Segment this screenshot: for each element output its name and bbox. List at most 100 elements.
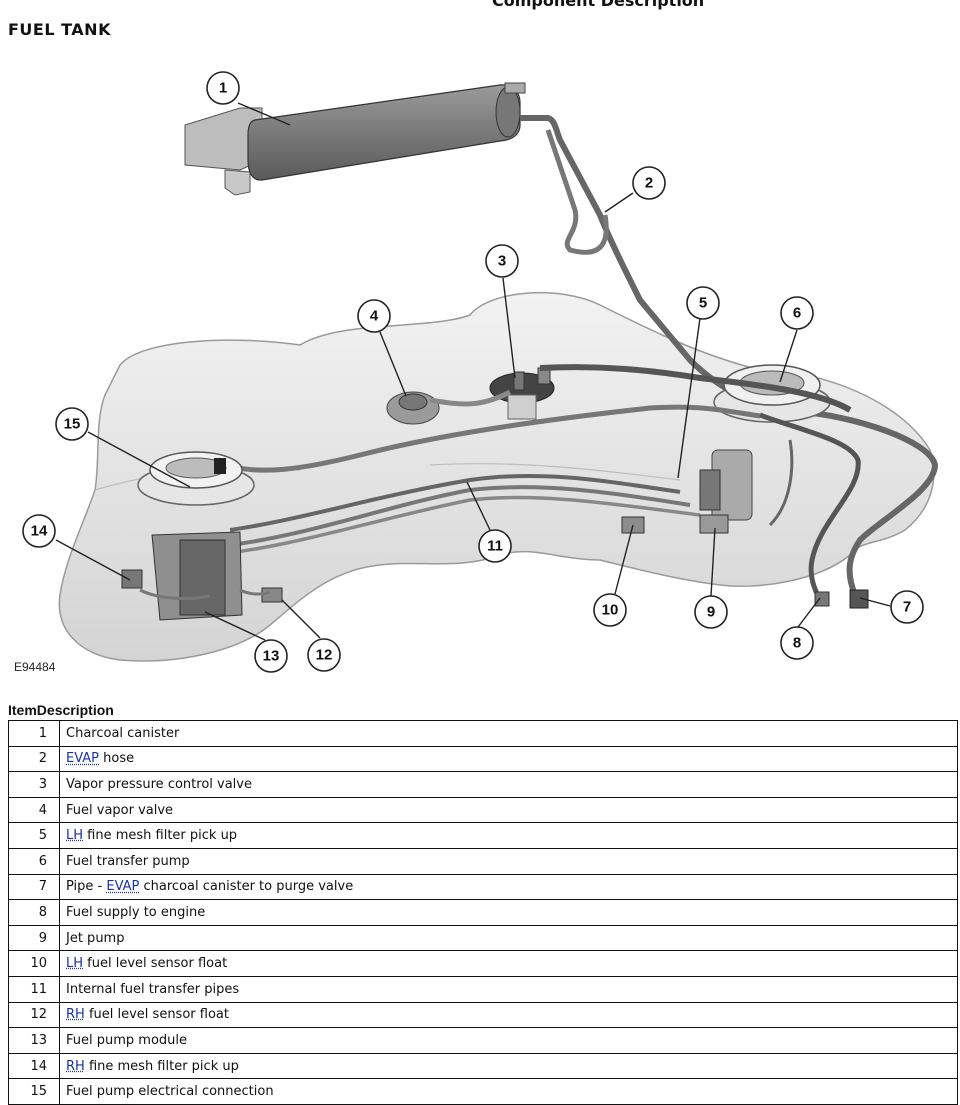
page-heading: Component Description — [492, 0, 705, 10]
callout-8: 8 — [780, 626, 814, 660]
description-text: Fuel vapor valve — [66, 802, 174, 818]
description-text: fuel level sensor float — [84, 1007, 229, 1023]
callout-2: 2 — [632, 166, 666, 200]
header-item: Item — [8, 702, 37, 718]
table-header: ItemDescription — [8, 702, 960, 720]
item-number: 7 — [8, 873, 60, 901]
abbreviation-link[interactable]: EVAP — [66, 751, 100, 767]
vapor-pressure-control-valve — [489, 367, 555, 420]
callout-15: 15 — [55, 407, 89, 441]
description-prefix: Pipe - — [66, 879, 107, 895]
table-row: 10 LH fuel level sensor float — [8, 950, 958, 977]
item-description: Fuel supply to engine — [59, 899, 958, 926]
rh-fine-mesh-filter — [121, 569, 143, 589]
item-number: 14 — [8, 1052, 60, 1080]
item-number: 6 — [8, 847, 60, 875]
item-number: 10 — [8, 950, 60, 977]
table-row: 6 Fuel transfer pump — [8, 847, 958, 875]
item-description: LH fine mesh filter pick up — [59, 822, 958, 849]
svg-text:15: 15 — [64, 416, 81, 433]
item-description: Fuel vapor valve — [59, 796, 958, 824]
item-number: 8 — [8, 899, 60, 926]
fuel-vapor-valve — [386, 389, 512, 425]
item-number: 3 — [8, 771, 60, 798]
long-pipe — [224, 404, 761, 473]
item-number: 11 — [8, 975, 60, 1003]
item-number: 9 — [8, 924, 60, 952]
section-title: FUEL TANK — [8, 20, 111, 39]
item-description: Fuel pump module — [59, 1027, 958, 1054]
callout-14: 14 — [22, 514, 56, 548]
svg-text:8: 8 — [793, 635, 801, 652]
callout-9: 9 — [694, 595, 728, 629]
item-description: RH fuel level sensor float — [59, 1001, 958, 1029]
item-description: Pipe - EVAP charcoal canister to purge v… — [59, 873, 958, 901]
description-text: Internal fuel transfer pipes — [66, 981, 240, 997]
description-text: Jet pump — [66, 930, 125, 946]
abbreviation-link[interactable]: RH — [66, 1058, 85, 1074]
table-row: 15 Fuel pump electrical connection — [8, 1078, 958, 1105]
charcoal-canister — [184, 82, 526, 196]
fuel-tank-diagram: 1 2 3 4 5 6 7 8 9 10 11 12 13 14 15 — [22, 71, 939, 673]
callout-5: 5 — [686, 286, 720, 320]
fuel-transfer-pump — [713, 364, 831, 423]
svg-text:1: 1 — [219, 80, 227, 97]
description-text: Fuel transfer pump — [66, 853, 190, 869]
header-description: Description — [36, 702, 114, 718]
item-description: Internal fuel transfer pipes — [59, 975, 958, 1003]
description-text: Fuel pump electrical connection — [66, 1084, 274, 1100]
item-number: 13 — [8, 1027, 60, 1054]
item-number: 1 — [8, 720, 60, 747]
svg-text:13: 13 — [263, 648, 280, 665]
item-description: Fuel pump electrical connection — [59, 1078, 958, 1105]
abbreviation-link[interactable]: LH — [66, 956, 84, 972]
item-description: EVAP hose — [59, 745, 958, 773]
item-description: Charcoal canister — [59, 720, 958, 747]
leader-lines — [55, 102, 891, 641]
callout-1: 1 — [206, 71, 240, 105]
item-number: 12 — [8, 1001, 60, 1029]
fuel-supply-pipe — [759, 412, 861, 606]
callout-6: 6 — [780, 296, 814, 330]
svg-text:4: 4 — [370, 308, 379, 325]
callout-10: 10 — [593, 593, 627, 627]
item-description: RH fine mesh filter pick up — [59, 1052, 958, 1080]
svg-text:3: 3 — [498, 253, 506, 270]
svg-text:11: 11 — [487, 538, 503, 555]
svg-text:14: 14 — [31, 523, 48, 540]
item-number: 5 — [8, 822, 60, 849]
description-text: Charcoal canister — [66, 725, 180, 741]
item-description: Fuel transfer pump — [59, 847, 958, 875]
table-row: 11 Internal fuel transfer pipes — [8, 975, 958, 1003]
internal-fuel-transfer-pipes — [209, 473, 701, 557]
jet-pump-assembly — [699, 439, 794, 534]
table-row: 8 Fuel supply to engine — [8, 899, 958, 926]
description-text: Fuel supply to engine — [66, 904, 206, 920]
description-text: fuel level sensor float — [83, 956, 228, 972]
item-number: 4 — [8, 796, 60, 824]
svg-text:2: 2 — [645, 175, 653, 192]
abbreviation-link[interactable]: LH — [66, 828, 84, 844]
svg-text:9: 9 — [707, 604, 715, 621]
table-row: 4 Fuel vapor valve — [8, 796, 958, 824]
abbreviation-link[interactable]: RH — [66, 1007, 85, 1023]
callout-13: 13 — [254, 639, 288, 673]
item-number: 15 — [8, 1078, 60, 1105]
rh-fuel-level-sensor-float — [261, 587, 283, 603]
svg-text:12: 12 — [316, 647, 333, 664]
callout-4: 4 — [357, 299, 391, 333]
description-text: hose — [99, 751, 135, 767]
svg-text:7: 7 — [903, 599, 911, 616]
abbreviation-link[interactable]: EVAP — [106, 879, 140, 895]
description-text: fine mesh filter pick up — [83, 828, 238, 844]
table-row: 9 Jet pump — [8, 924, 958, 952]
callout-7: 7 — [890, 590, 924, 624]
item-number: 2 — [8, 745, 60, 773]
